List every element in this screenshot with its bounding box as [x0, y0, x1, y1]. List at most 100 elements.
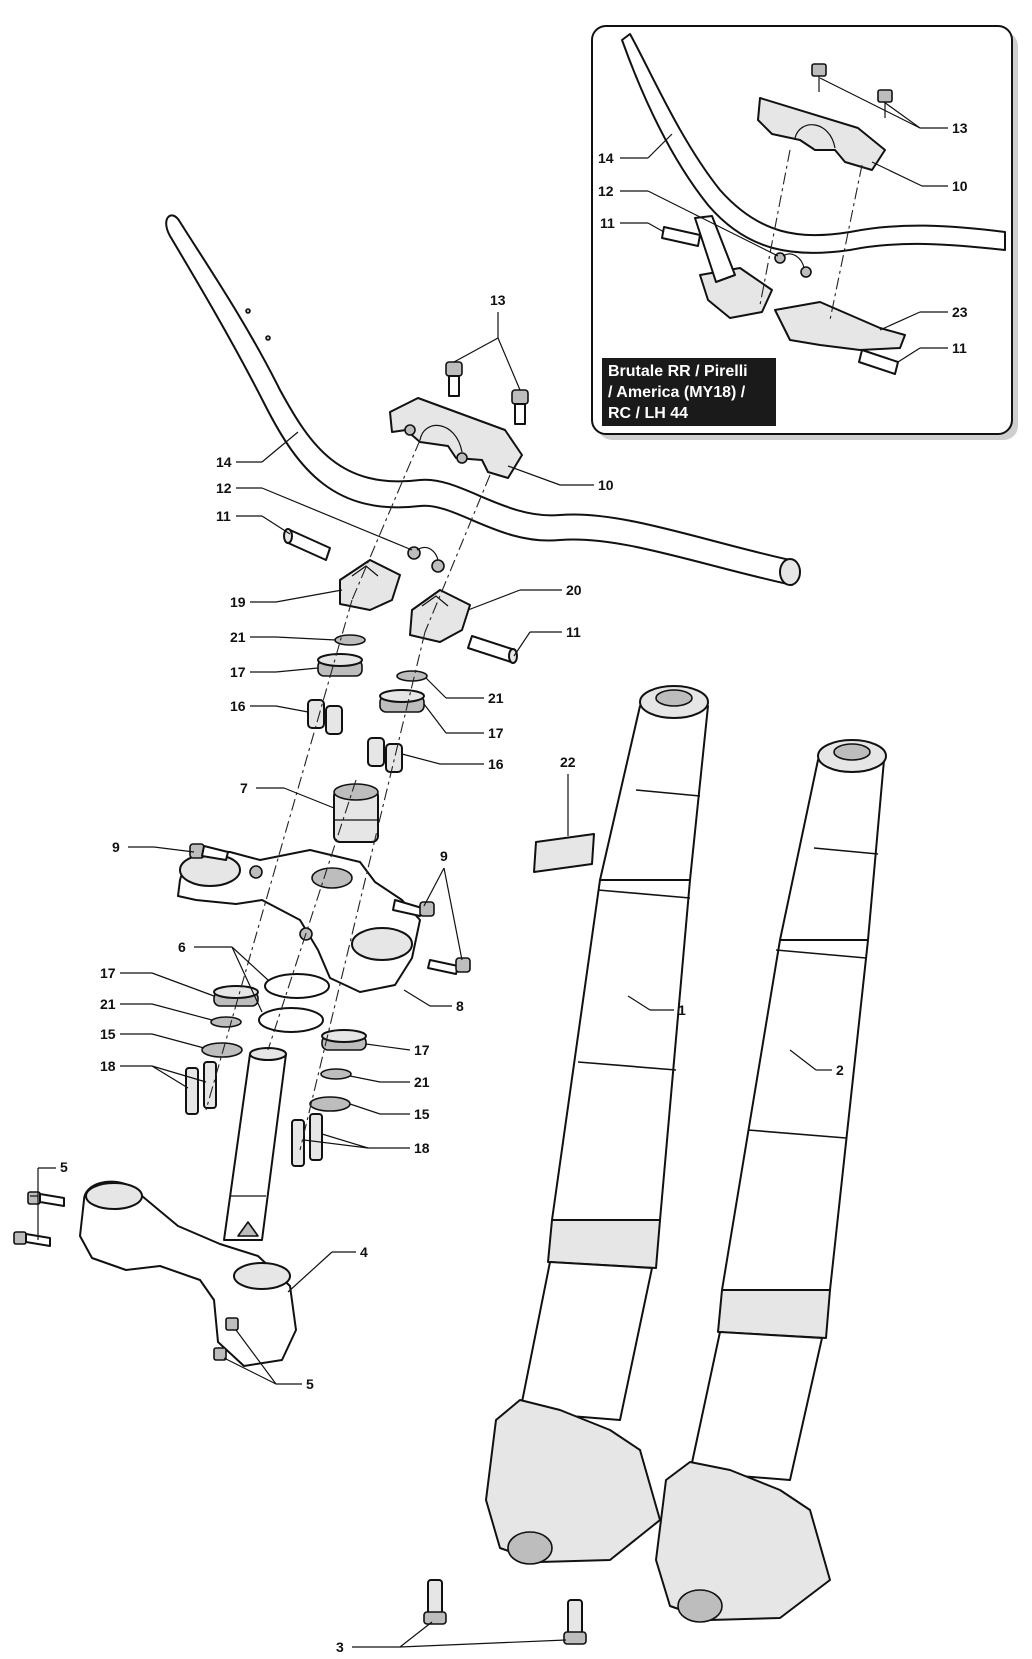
washer-21-lower-right: [320, 1068, 352, 1080]
pin-11-left: [283, 528, 331, 561]
svg-text:11: 11: [600, 215, 615, 231]
svg-text:21: 21: [230, 629, 246, 645]
svg-text:18: 18: [414, 1140, 430, 1156]
svg-text:17: 17: [230, 664, 246, 680]
svg-text:1: 1: [678, 1002, 686, 1018]
svg-text:11: 11: [216, 508, 231, 524]
spacer-16-left: [307, 699, 343, 735]
callout-10: 10: [507, 465, 614, 493]
callout-16-right: 16: [401, 753, 504, 772]
svg-text:23: 23: [952, 304, 968, 320]
svg-text:16: 16: [230, 698, 246, 714]
svg-text:13: 13: [952, 120, 968, 136]
axis-clamp-right: [424, 474, 491, 633]
bolt-9-right-a: [392, 899, 435, 917]
callout-13: 13: [453, 292, 521, 391]
callout-16-left: 16: [230, 698, 309, 714]
svg-text:19: 19: [230, 594, 246, 610]
svg-text:9: 9: [112, 839, 120, 855]
callout-22: 22: [560, 754, 576, 836]
handlebar-mark-dot-2: [265, 335, 271, 341]
bolt-5-b: [13, 1231, 51, 1247]
bolts-18-left: [185, 1061, 217, 1115]
callout-6: 6: [178, 939, 269, 1013]
inset-callout-14: 14: [598, 133, 673, 166]
inset-variant-line-1: Brutale RR / Pirelli: [608, 363, 748, 380]
inset-riser-post: [694, 215, 736, 283]
svg-text:10: 10: [952, 178, 968, 194]
bearing-6-upper: [264, 973, 330, 999]
svg-text:20: 20: [566, 582, 582, 598]
callout-17-upper-right: 17: [423, 703, 504, 741]
bolt-9-right-b: [427, 957, 471, 975]
inset-callout-10: 10: [871, 161, 968, 194]
axis-left: [205, 599, 353, 1111]
svg-text:6: 6: [178, 939, 186, 955]
svg-text:21: 21: [414, 1074, 430, 1090]
svg-text:14: 14: [598, 150, 614, 166]
inset-callout-11b: 11: [897, 340, 967, 363]
svg-text:2: 2: [836, 1062, 844, 1078]
inset-panel: 13 10 14 12 11 23 11: [591, 25, 1018, 440]
riser-19: [339, 559, 401, 611]
axis-right: [299, 631, 426, 1151]
washer-21-lower-left: [210, 1016, 242, 1028]
callout-21-lower-left: 21: [100, 996, 213, 1021]
callout-11-left: 11: [216, 508, 291, 535]
callout-18-left: 18: [100, 1058, 207, 1089]
callout-18-right: 18: [303, 1133, 430, 1156]
callout-11-right: 11: [513, 624, 581, 657]
callout-2: 2: [789, 1049, 844, 1078]
callout-15-right: 15: [349, 1103, 430, 1122]
decal-22: [533, 833, 595, 873]
svg-text:17: 17: [414, 1042, 430, 1058]
upper-clamp-left-bore: [179, 853, 241, 887]
svg-text:18: 18: [100, 1058, 116, 1074]
inset-callout-23: 23: [879, 304, 968, 331]
lower-clamp-left-bore: [85, 1182, 143, 1210]
svg-text:5: 5: [306, 1376, 314, 1392]
steering-nut-7: [333, 783, 379, 843]
svg-text:13: 13: [490, 292, 506, 308]
inset-variant-line-3: RC / LH 44: [608, 405, 688, 422]
fork-leg-2: [655, 739, 887, 1623]
pin-11-right: [467, 635, 518, 664]
spacer-16-right: [367, 737, 403, 773]
svg-text:11: 11: [952, 340, 967, 356]
callout-1: 1: [627, 995, 686, 1018]
inset-riser-right: [774, 301, 906, 351]
inset-axis-left: [759, 149, 791, 306]
svg-text:8: 8: [456, 998, 464, 1014]
svg-text:10: 10: [598, 477, 614, 493]
bearing-6-lower: [258, 1007, 324, 1033]
handlebar-mark-dot: [245, 308, 251, 314]
screw-12: [407, 546, 445, 573]
inset-clamp-arch: [794, 124, 836, 149]
svg-text:12: 12: [598, 183, 614, 199]
callout-21-lower-right: 21: [349, 1074, 430, 1090]
svg-text:15: 15: [414, 1106, 430, 1122]
inset-callout-13: 13: [819, 77, 968, 136]
upper-clamp-stem-bore: [311, 867, 353, 889]
svg-text:16: 16: [488, 756, 504, 772]
bushing-17-lower-left: [213, 985, 259, 1007]
bushing-17-lower-right: [321, 1029, 367, 1051]
callout-19: 19: [230, 589, 343, 610]
callout-4: 4: [287, 1244, 368, 1293]
callout-9-right: 9: [423, 848, 463, 961]
inset-axis-right: [829, 164, 863, 321]
inset-callout-11a: 11: [600, 215, 665, 233]
fork-leg-1: [485, 685, 709, 1565]
svg-text:11: 11: [566, 624, 581, 640]
bolts-18-right: [291, 1113, 323, 1167]
bolt-5-a: [27, 1191, 65, 1207]
handlebar: [165, 214, 801, 586]
lower-triple-clamp: [79, 1180, 297, 1367]
svg-text:17: 17: [488, 725, 504, 741]
lower-clamp-right-bore: [233, 1262, 291, 1290]
svg-text:12: 12: [216, 480, 232, 496]
riser-20: [409, 589, 471, 643]
bolt-13b: [511, 389, 529, 425]
callout-5-top: 5: [30, 1159, 68, 1240]
